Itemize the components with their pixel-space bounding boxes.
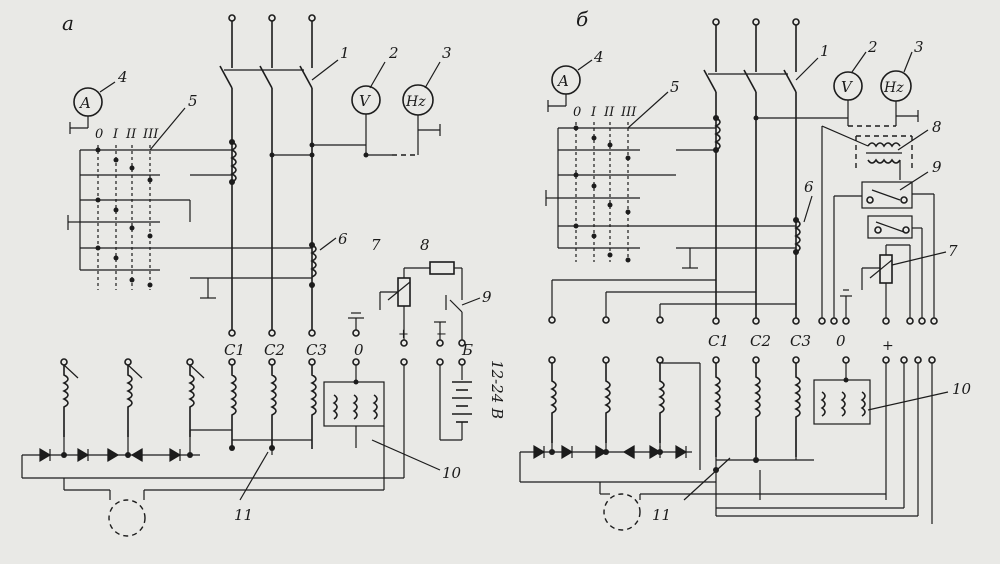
switch-position-2-b: II	[603, 105, 615, 120]
callout-4-a: 4	[117, 68, 128, 86]
callout-10-a: 10	[442, 464, 462, 482]
battery-voltage-a: 12-24 В	[488, 360, 506, 419]
voltmeter-symbol-b: V	[841, 78, 854, 96]
voltmeter-b: V	[796, 71, 863, 126]
ammeter-a: A	[69, 87, 103, 134]
callout-5-b: 5	[670, 78, 680, 96]
current-transformers-a	[190, 139, 317, 299]
callouts-b: 1 2 3 4 5 6 8 9 7 10 11	[577, 38, 972, 524]
callout-5-a: 5	[188, 92, 198, 110]
callout-3-a: 3	[442, 44, 452, 62]
terminal-row-b: С1 С2 С3 0 +	[548, 317, 938, 364]
switch-position-1-a: I	[112, 127, 119, 142]
terminal-0-b: 0	[836, 332, 846, 350]
callout-7-b: 7	[948, 242, 958, 260]
callout-9-b: 9	[932, 158, 942, 176]
generator-windings-a	[62, 364, 405, 478]
callout-1-b: 1	[820, 42, 830, 60]
terminal-0-a: 0	[354, 341, 364, 359]
callout-6-a: 6	[338, 230, 348, 248]
frequency-meter-symbol-a: Hz	[405, 94, 426, 110]
panel-label-a: а	[62, 11, 74, 35]
battery-a: 12-24 В	[439, 360, 506, 441]
callout-6-b: 6	[804, 178, 814, 196]
diagram-b: б	[519, 7, 972, 531]
diagram-a: а	[21, 11, 506, 537]
terminal-c2-a: С2	[264, 341, 285, 359]
main-breaker-b	[703, 18, 800, 318]
terminal-c2-b: С2	[750, 332, 771, 350]
terminal-c3-a: С3	[306, 341, 327, 359]
callout-9-a: 9	[482, 288, 492, 306]
current-transformers-b	[676, 115, 801, 269]
switch-position-0-b: 0	[573, 105, 581, 120]
main-breaker-a	[219, 14, 316, 330]
callout-1-a: 1	[340, 44, 350, 62]
callout-2-b: 2	[867, 38, 878, 56]
regulator-circuit-a: + −	[348, 261, 463, 342]
switch-position-1-b: I	[590, 105, 597, 120]
voltmeter-a: V	[309, 85, 381, 158]
callout-10-b: 10	[952, 380, 972, 398]
terminal-row-a: С1 С2 С3 0 Б	[60, 329, 473, 366]
panel-label-b: б	[576, 7, 589, 31]
minus-sign-a: −	[436, 327, 447, 342]
ammeter-symbol-a: A	[78, 94, 91, 112]
switch-position-0-a: 0	[95, 127, 103, 142]
switch-position-3-a: III	[142, 127, 159, 142]
plus-sign-a: +	[398, 327, 409, 342]
terminal-c1-a: С1	[224, 341, 245, 359]
selector-switch-a: 0 I II III	[67, 127, 191, 290]
callout-4-b: 4	[593, 48, 604, 66]
terminal-c1-b: С1	[708, 332, 729, 350]
voltmeter-symbol-a: V	[359, 92, 372, 110]
ammeter-symbol-b: A	[556, 72, 569, 90]
callout-3-b: 3	[914, 38, 924, 56]
switch-position-3-b: III	[620, 105, 637, 120]
rheostat-b	[840, 244, 911, 318]
switch-position-2-a: II	[125, 127, 137, 142]
callouts-a: 1 2 3 4 5 6 7 8 9 10 11	[99, 44, 492, 524]
callout-8-b: 8	[932, 118, 942, 136]
transformer-b	[821, 125, 913, 318]
frequency-meter-a: Hz	[366, 84, 441, 156]
callout-11-a: 11	[234, 506, 253, 524]
ammeter-b: A	[547, 65, 581, 112]
selector-switch-b: 0 I II III	[545, 105, 676, 263]
rectifier-bridge-a	[21, 447, 404, 537]
relay-switch-b	[833, 181, 935, 318]
plus-sign-b: +	[882, 338, 894, 354]
frequency-meter-b: Hz	[848, 70, 919, 127]
callout-7-a: 7	[371, 236, 381, 254]
feeder-lines-b	[548, 279, 796, 324]
callout-8-a: 8	[420, 236, 430, 254]
frequency-meter-symbol-b: Hz	[883, 80, 904, 96]
rectifier-bridge-b	[519, 430, 918, 531]
battery-label-a: Б	[461, 341, 473, 359]
terminal-c3-b: С3	[790, 332, 811, 350]
callout-11-b: 11	[652, 506, 671, 524]
generator-windings-b	[550, 362, 933, 524]
callout-2-a: 2	[388, 44, 399, 62]
